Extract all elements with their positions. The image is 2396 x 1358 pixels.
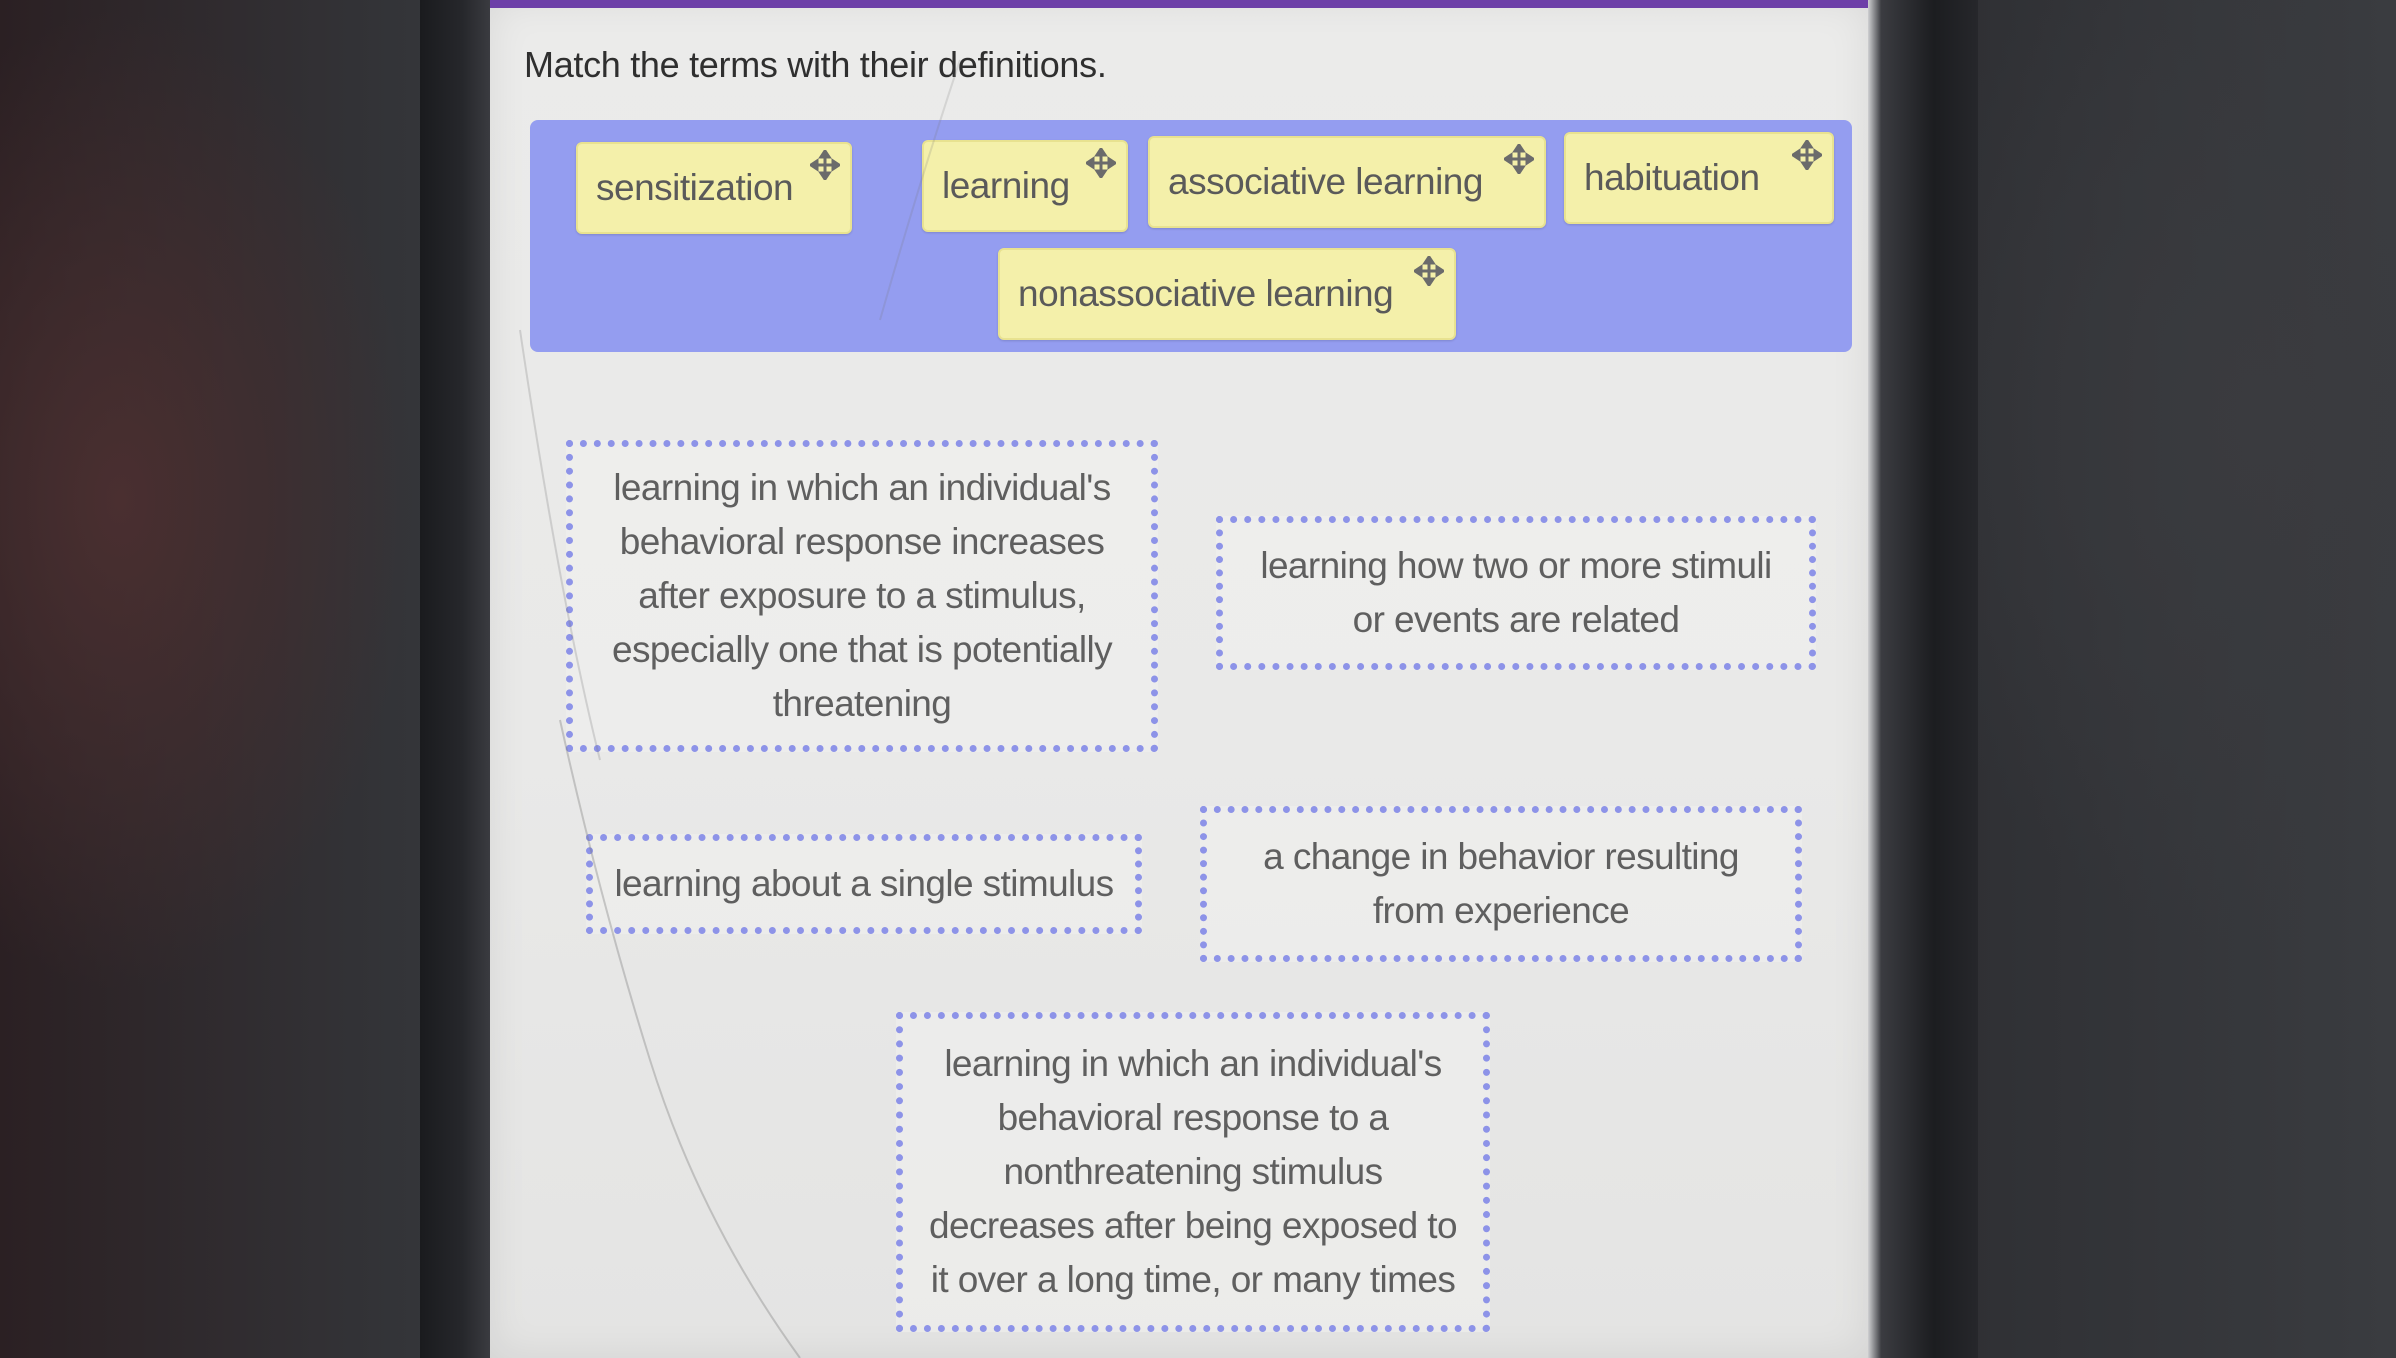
term-chip-nonassociative-learning[interactable]: nonassociative learning	[998, 248, 1456, 340]
definition-line: learning in which an individual's	[944, 1043, 1442, 1084]
definition-line: threatening	[772, 683, 952, 724]
question-instructions: Match the terms with their definitions.	[524, 44, 1107, 85]
term-chip-habituation[interactable]: habituation	[1564, 132, 1834, 224]
definition-line: learning about a single stimulus	[614, 863, 1114, 904]
definition-line: decreases after being exposed to	[929, 1205, 1458, 1246]
definition-line: learning how two or more stimuli	[1260, 545, 1772, 586]
definition-text: a change in behavior resulting from expe…	[1263, 830, 1739, 938]
definition-line: it over a long time, or many times	[930, 1259, 1456, 1300]
definition-line: learning in which an individual's	[613, 467, 1111, 508]
term-chip-label: sensitization	[596, 167, 794, 208]
definition-text: learning about a single stimulus	[614, 857, 1114, 911]
term-chip-sensitization[interactable]: sensitization	[576, 142, 852, 234]
move-icon	[810, 150, 840, 180]
move-icon	[1792, 140, 1822, 170]
monitor-bezel-left	[420, 0, 490, 1358]
term-chip-label: associative learning	[1168, 161, 1483, 202]
monitor-bezel-right	[1868, 0, 1978, 1358]
definition-text: learning in which an individual's behavi…	[929, 1037, 1458, 1307]
definition-text: learning how two or more stimuli or even…	[1260, 539, 1772, 647]
move-icon	[1504, 144, 1534, 174]
drop-target-definition-1[interactable]: learning in which an individual's behavi…	[566, 440, 1158, 752]
definition-line: a change in behavior resulting	[1263, 836, 1739, 877]
move-icon	[1414, 256, 1444, 286]
quiz-screen: Match the terms with their definitions. …	[490, 0, 1868, 1358]
term-bank: sensitization learning associative learn…	[530, 120, 1852, 352]
term-chip-learning[interactable]: learning	[922, 140, 1128, 232]
move-icon	[1086, 148, 1116, 178]
definition-line: nonthreatening stimulus	[1003, 1151, 1383, 1192]
term-chip-label: nonassociative learning	[1018, 273, 1394, 314]
drop-target-definition-2[interactable]: learning how two or more stimuli or even…	[1216, 516, 1816, 670]
term-chip-associative-learning[interactable]: associative learning	[1148, 136, 1546, 228]
drop-target-definition-4[interactable]: a change in behavior resulting from expe…	[1200, 806, 1802, 962]
drop-target-definition-5[interactable]: learning in which an individual's behavi…	[896, 1012, 1490, 1332]
definition-line: from experience	[1372, 890, 1630, 931]
definition-line: or events are related	[1352, 599, 1680, 640]
drop-target-definition-3[interactable]: learning about a single stimulus	[586, 834, 1142, 934]
definition-line: behavioral response increases	[619, 521, 1105, 562]
header-accent-strip	[490, 0, 1868, 8]
term-chip-label: habituation	[1584, 157, 1760, 198]
definition-text: learning in which an individual's behavi…	[612, 461, 1113, 731]
definition-line: especially one that is potentially	[612, 629, 1113, 670]
definition-line: after exposure to a stimulus,	[638, 575, 1086, 616]
term-chip-label: learning	[942, 165, 1070, 206]
definition-line: behavioral response to a	[997, 1097, 1389, 1138]
